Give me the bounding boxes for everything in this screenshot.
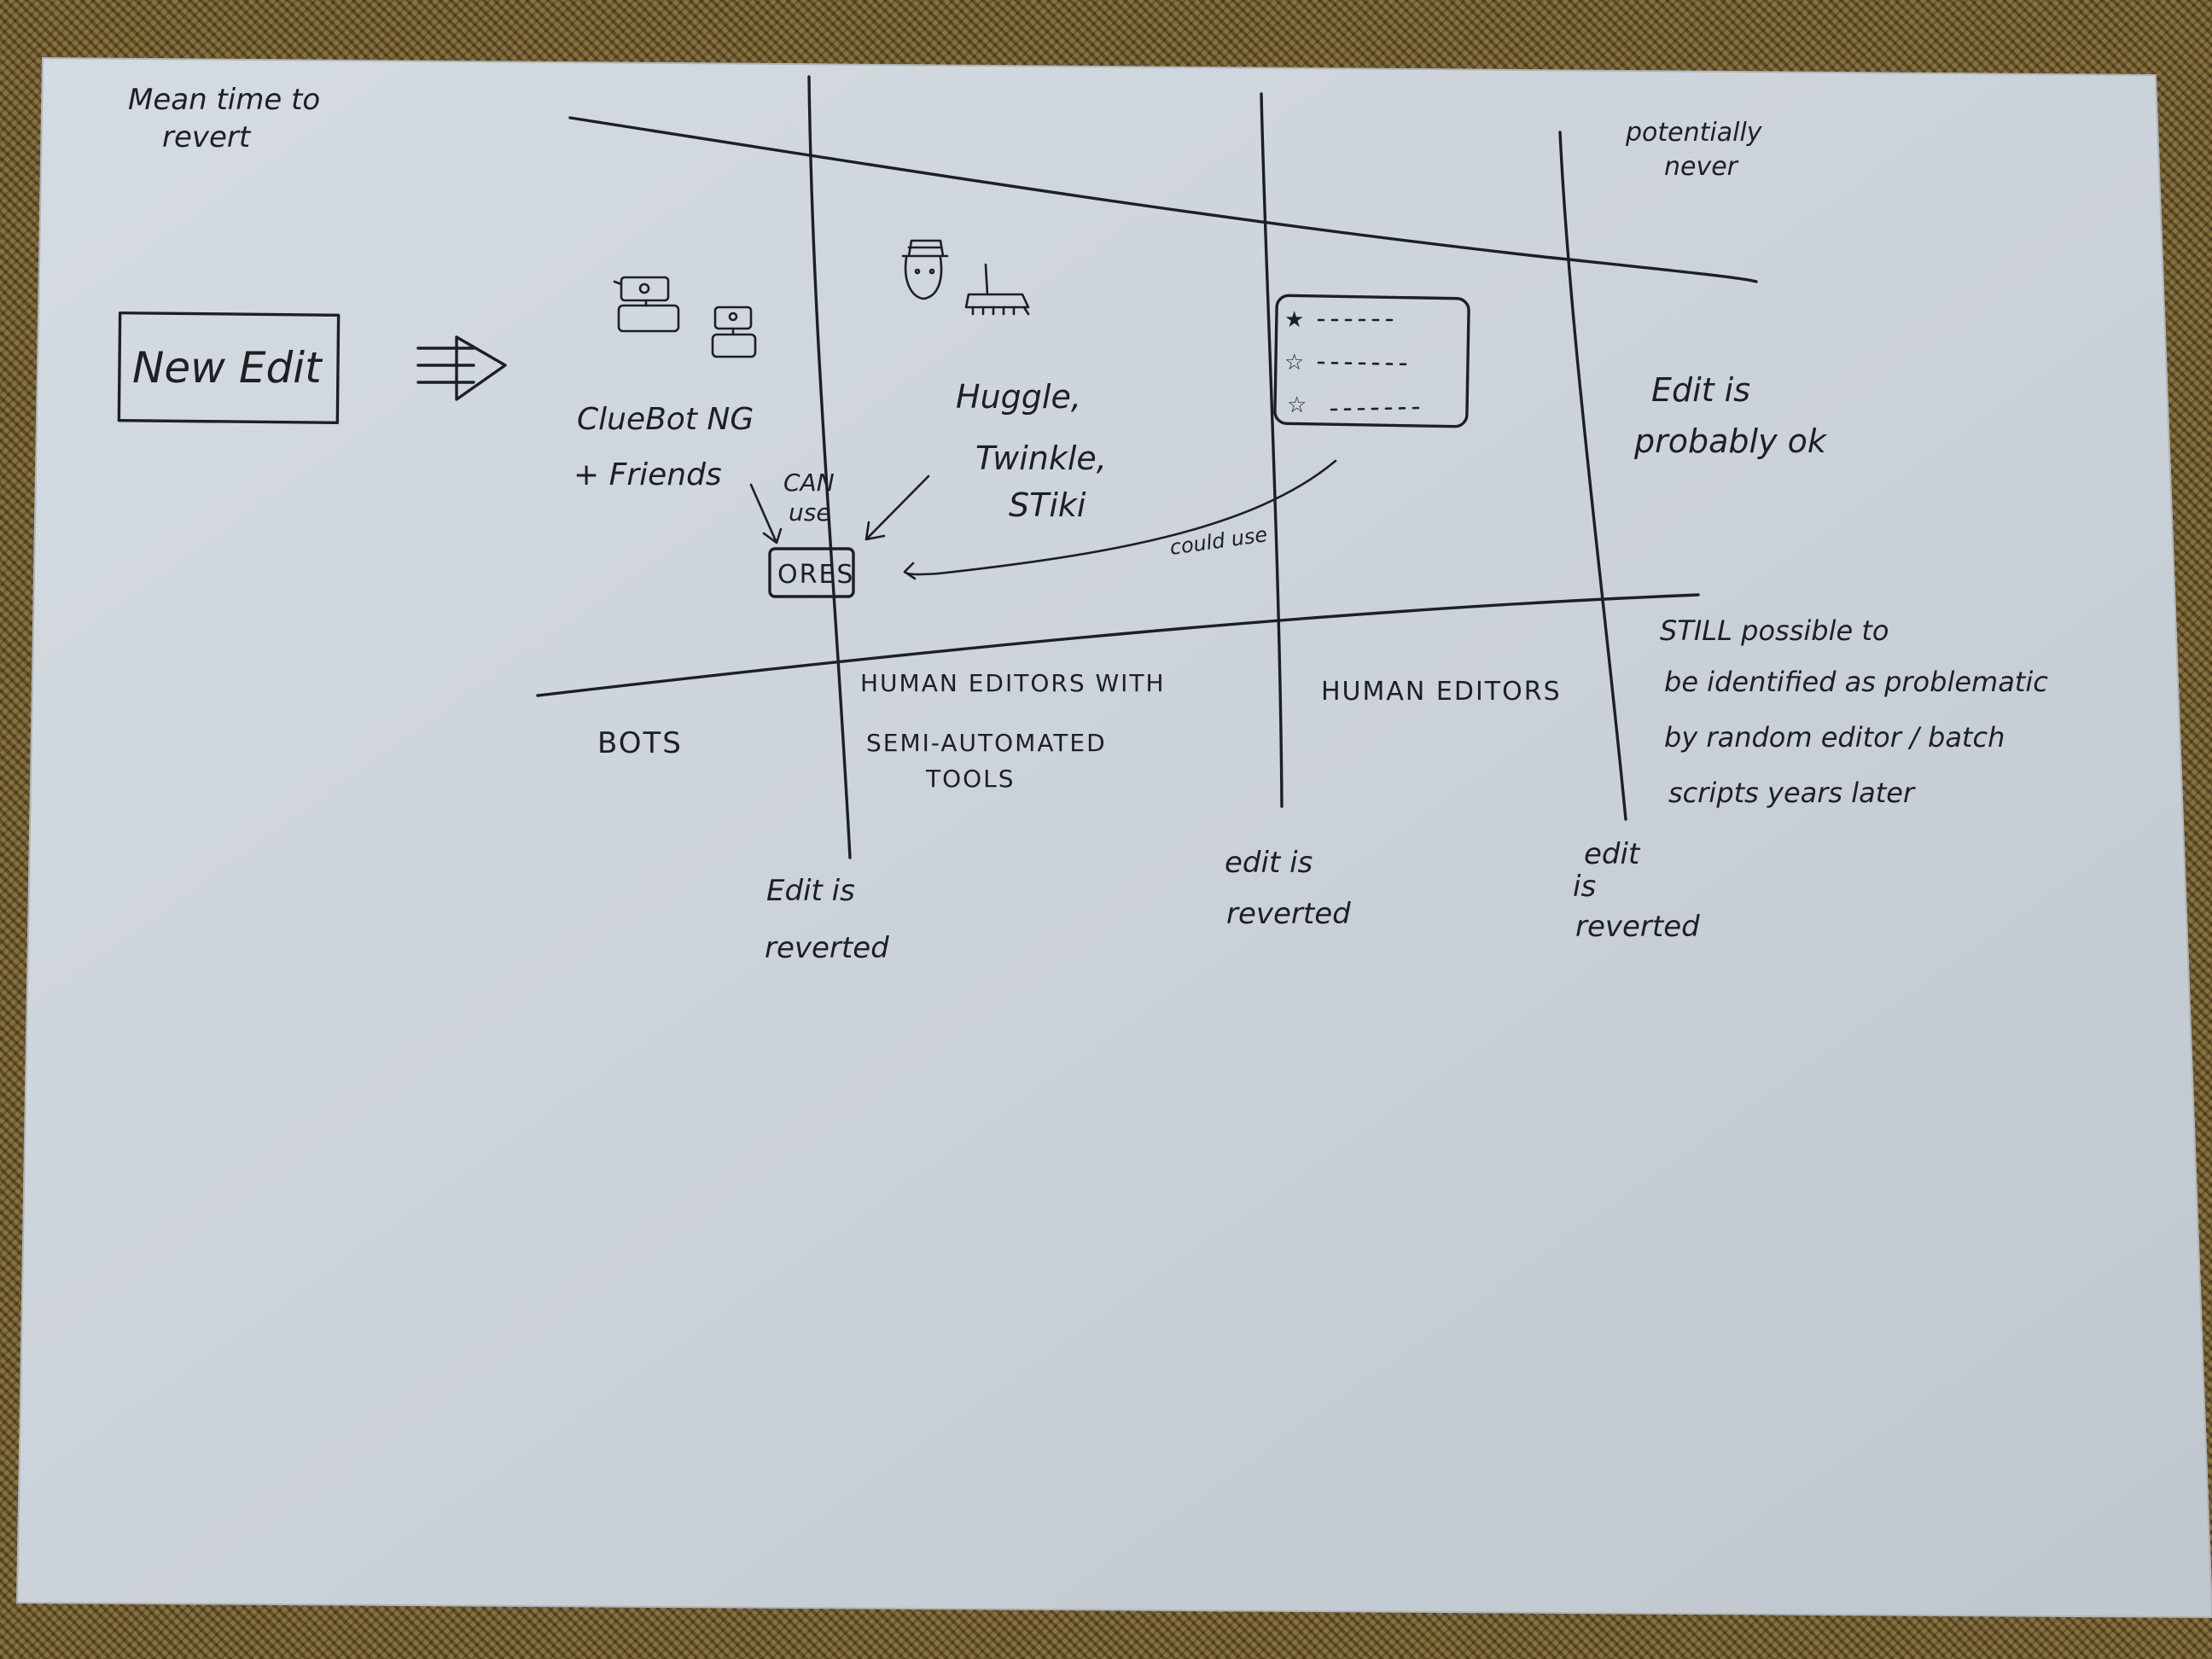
arrow-dashboard-to-ores — [903, 459, 1337, 580]
person-icon — [901, 239, 949, 300]
divider-human — [1558, 131, 1627, 821]
can-use-label: CAN use — [783, 469, 842, 527]
arrow-bots-to-ores — [749, 483, 783, 544]
broom-icon — [964, 263, 1030, 316]
semi-tools-label: Huggle, Twinkle, STiki — [956, 378, 1117, 524]
revert-label-human: edit is reverted — [1573, 837, 1700, 944]
human-heading: HUMAN EDITORS — [1321, 677, 1562, 707]
revert-label-semi: edit is reverted — [1225, 846, 1351, 931]
ores-box: ORES — [768, 547, 855, 598]
bots-heading: BOTS — [597, 726, 683, 760]
edit-ok-note: Edit is probably ok — [1633, 371, 1828, 460]
potentially-never-note: potentially never — [1625, 118, 1770, 182]
upper-boundary-line — [568, 116, 1758, 283]
paper-sheet — [15, 56, 2212, 1619]
divider-bots — [807, 75, 852, 859]
new-edit-box: New Edit — [117, 311, 341, 425]
flow-arrow — [416, 335, 507, 401]
divider-semi — [1260, 92, 1284, 808]
star-icon: ☆ — [1284, 350, 1304, 375]
arrow-semi-to-ores — [864, 474, 930, 541]
star-icon: ★ — [1284, 307, 1304, 333]
lower-boundary-line — [536, 593, 1700, 697]
dashboard-icon: ★ ☆ ☆ — [1273, 294, 1470, 428]
star-icon: ☆ — [1287, 393, 1307, 418]
new-edit-label: New Edit — [132, 343, 323, 393]
bots-tools-label: ClueBot NG + Friends — [573, 402, 764, 492]
ores-label: ORES — [777, 560, 854, 590]
revert-label-bots: Edit is reverted — [765, 874, 889, 965]
robot-icon — [613, 276, 680, 333]
semi-heading: HUMAN EDITORS WITH SEMI-AUTOMATED TOOLS — [860, 669, 1175, 793]
problematic-note: STILL possible to be identified as probl… — [1660, 614, 2057, 809]
axis-label: Mean time to revert — [128, 83, 329, 154]
robot-icon-small — [711, 306, 757, 358]
